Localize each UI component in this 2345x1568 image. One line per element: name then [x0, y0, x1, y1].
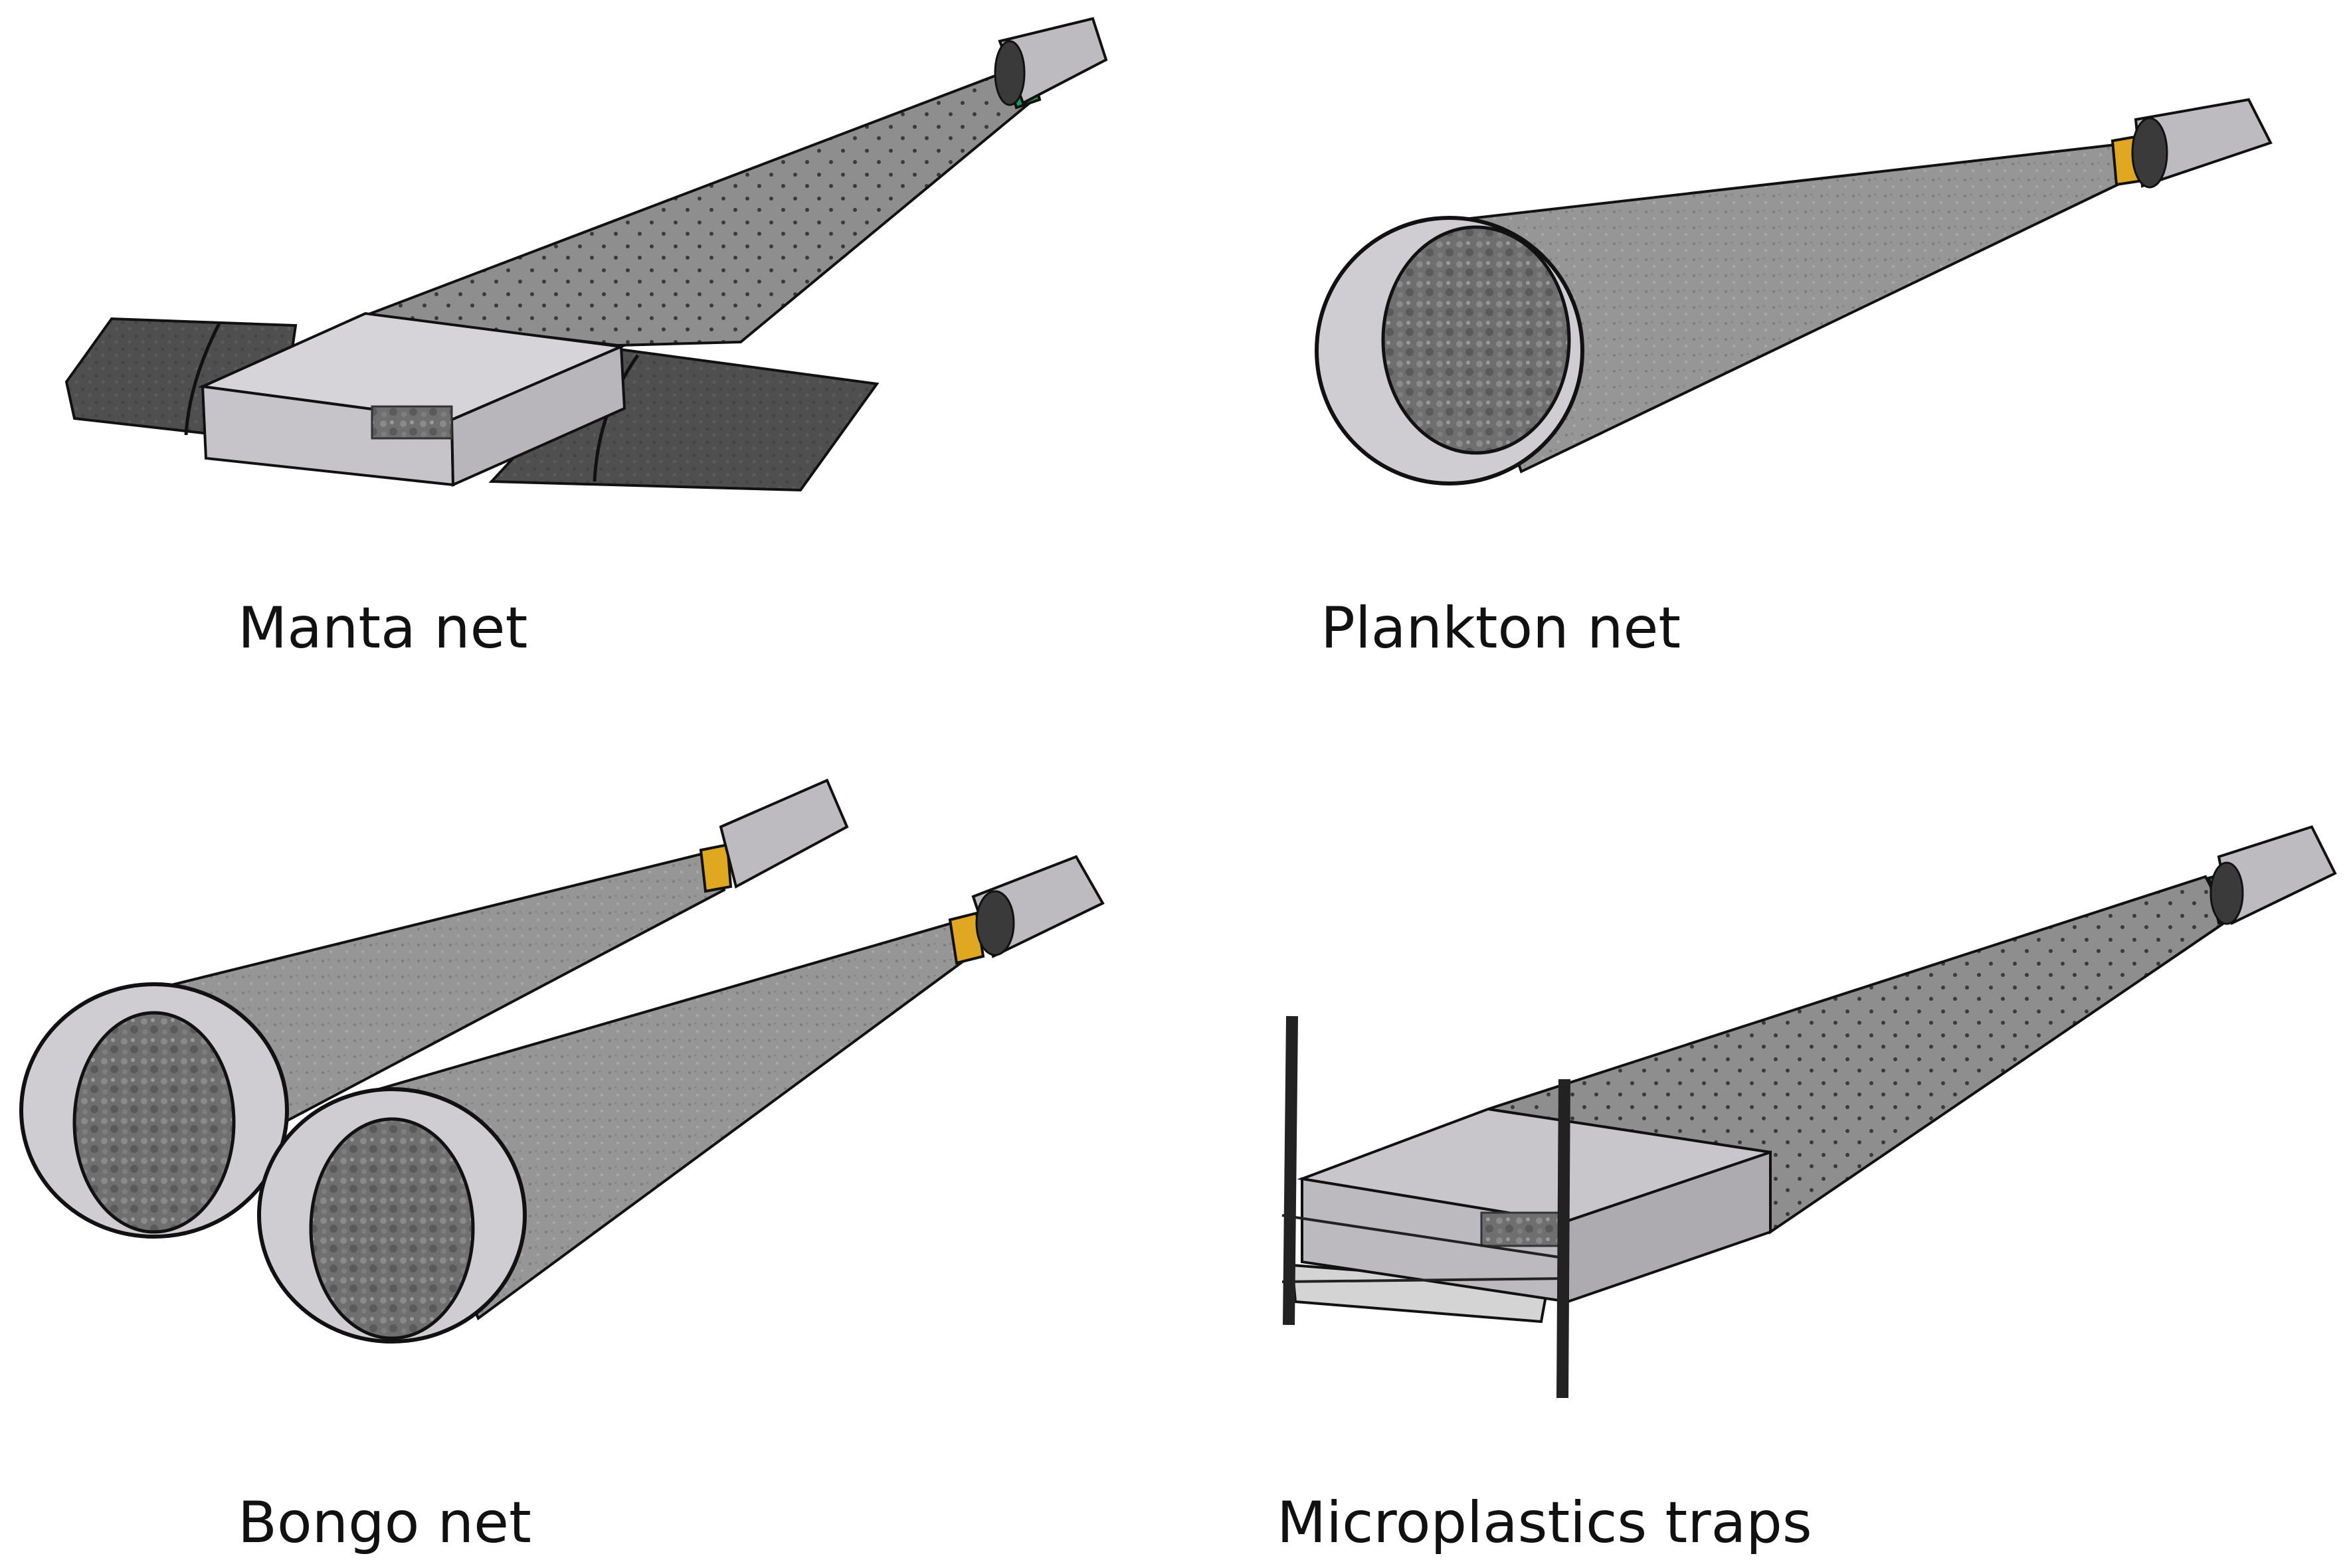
bongo-net-illustration: [19, 778, 1105, 1344]
bongo-net-label: Bongo net: [238, 1490, 531, 1556]
microplastics-trap-illustration: [1281, 825, 2337, 1399]
plankton-net-label: Plankton net: [1321, 595, 1681, 661]
trap-flowmeter: [1480, 1211, 1562, 1247]
manta-net-mesh: [365, 64, 1032, 347]
plankton-net-illustration: [1315, 98, 2273, 485]
bongo-front-collar-yellow: [948, 911, 985, 965]
manta-net-illustration: [64, 17, 1108, 492]
manta-net-label: Manta net: [238, 595, 528, 661]
trap-pole-left: [1283, 1015, 1298, 1326]
bongo-rear-mouth-opening: [72, 1011, 236, 1234]
trap-pole-right: [1556, 1079, 1570, 1399]
manta-flowmeter: [371, 405, 453, 440]
bongo-front-mouth-opening: [309, 1117, 475, 1340]
bongo-rear-cod-end: [719, 778, 849, 889]
plankton-mouth-opening: [1381, 225, 1571, 455]
bongo-rear-collar-yellow: [699, 843, 733, 893]
microplastics-traps-label: Microplastics traps: [1277, 1490, 1812, 1556]
manta-frame-side: [450, 345, 626, 487]
